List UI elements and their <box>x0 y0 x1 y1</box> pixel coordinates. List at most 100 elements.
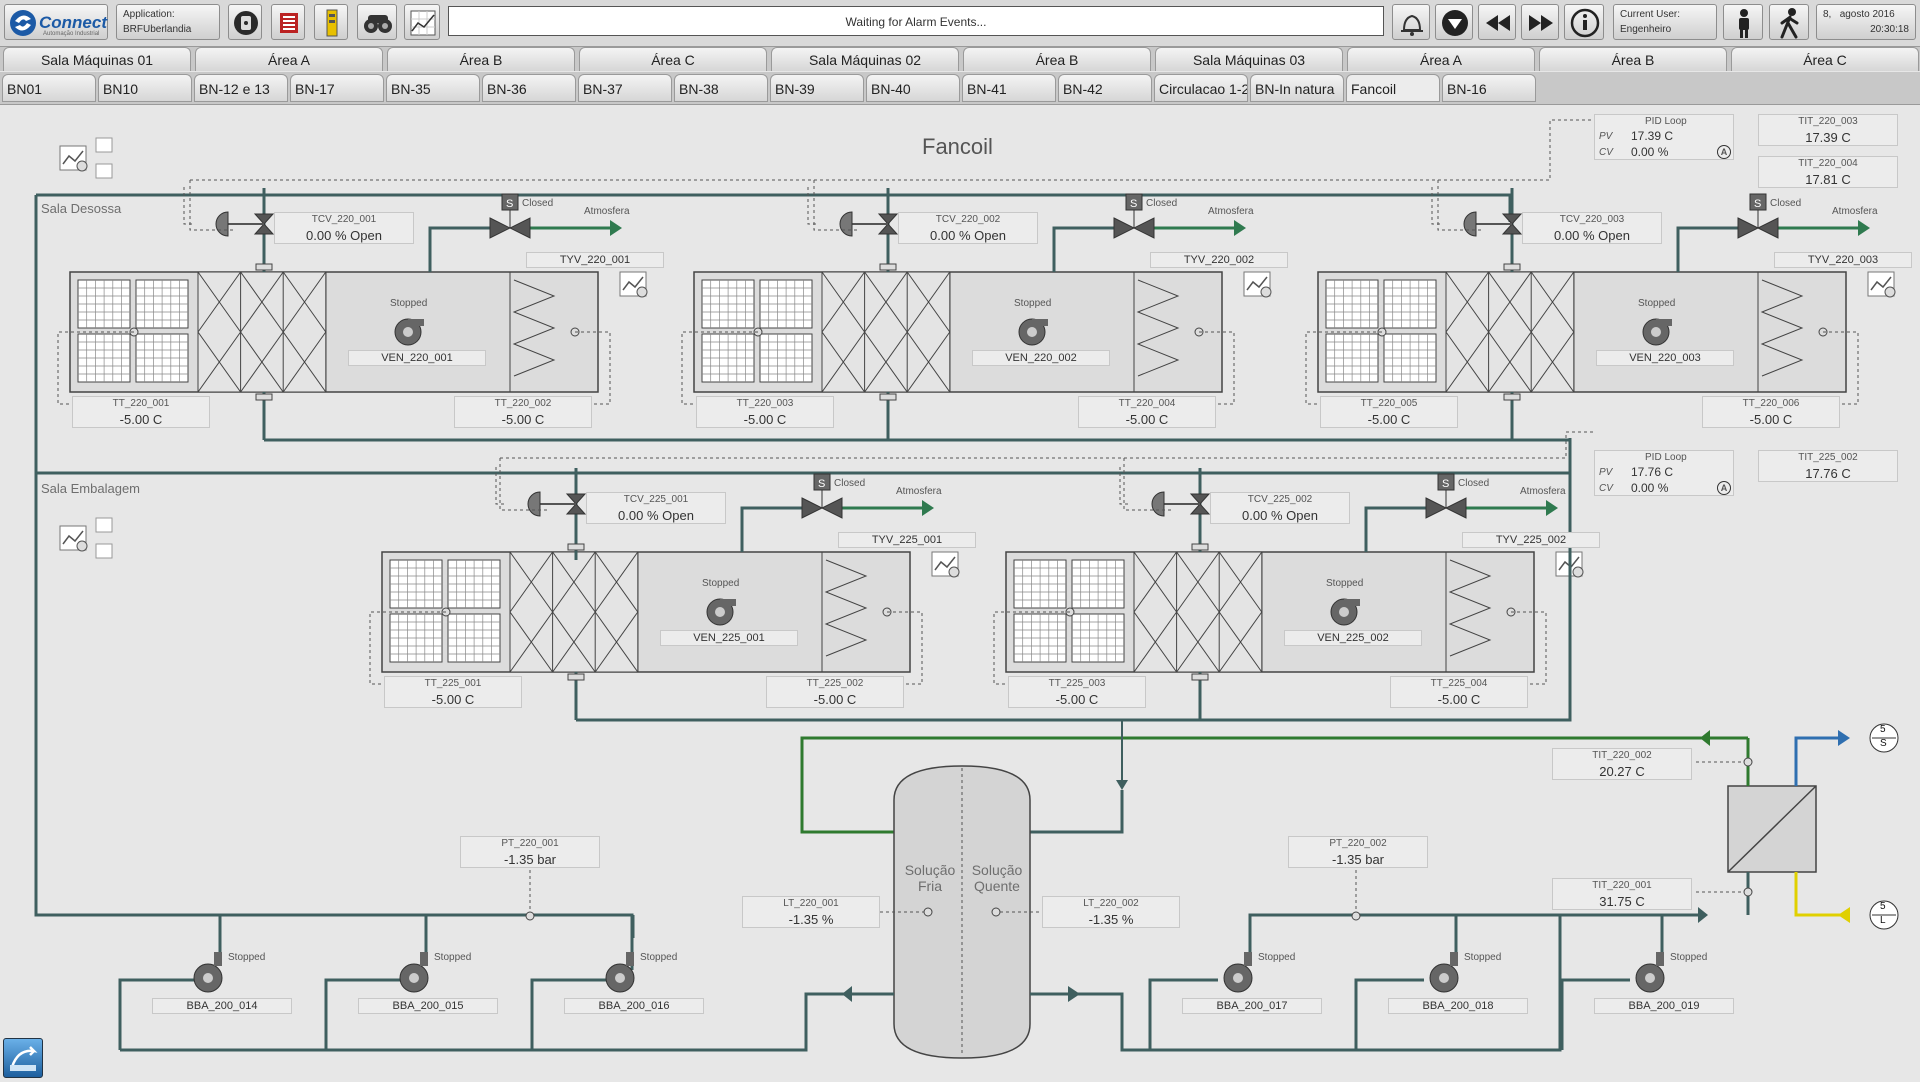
pid-loop-225-mode-badge: A <box>1717 481 1731 495</box>
tab-sala-maquinas-03[interactable]: Sala Máquinas 03 <box>1155 47 1343 71</box>
fan-1-icon[interactable] <box>394 318 424 346</box>
info-button[interactable] <box>1564 4 1604 40</box>
pump-tag-5[interactable]: BBA_200_018 <box>1388 998 1528 1014</box>
tyv-tag-3[interactable]: TYV_220_003 <box>1774 252 1912 268</box>
pump-6-icon[interactable] <box>1635 952 1665 993</box>
pump-1-icon[interactable] <box>193 952 223 993</box>
alarm-status-bar[interactable]: Waiting for Alarm Events... <box>448 6 1384 36</box>
tcv-valve-4-icon[interactable] <box>527 491 587 517</box>
tag-list-button[interactable] <box>314 4 348 40</box>
tyv-valve-1-icon[interactable]: S <box>489 193 622 239</box>
menu-dropdown-button[interactable] <box>1435 4 1473 40</box>
tab-area-a[interactable]: Área A <box>195 47 383 71</box>
fan-2-icon[interactable] <box>1018 318 1048 346</box>
pump-tag-1[interactable]: BBA_200_014 <box>152 998 292 1014</box>
tab-bn-39[interactable]: BN-39 <box>770 74 864 102</box>
tyv-tag-5[interactable]: TYV_225_002 <box>1462 532 1600 548</box>
alarm-list-button[interactable] <box>271 4 305 40</box>
tab-sala-maquinas-02[interactable]: Sala Máquinas 02 <box>771 47 959 71</box>
fan-4-icon[interactable] <box>706 598 736 626</box>
pump-5-icon[interactable] <box>1429 952 1459 993</box>
pump-tag-2[interactable]: BBA_200_015 <box>358 998 498 1014</box>
tab-bn10[interactable]: BN10 <box>98 74 192 102</box>
find-button[interactable] <box>357 4 397 40</box>
fan-tag-4[interactable]: VEN_225_001 <box>660 630 798 646</box>
tab-area-a-3[interactable]: Área A <box>1347 47 1535 71</box>
pump-2-icon[interactable] <box>399 952 429 993</box>
fan-tag-3[interactable]: VEN_220_003 <box>1596 350 1734 366</box>
pump-4-icon[interactable] <box>1223 952 1253 993</box>
room-trend-icon-embalagem[interactable] <box>59 525 88 552</box>
logout-button[interactable] <box>1769 4 1809 40</box>
tab-area-b[interactable]: Área B <box>387 47 575 71</box>
navigate-forward-button[interactable] <box>1521 4 1559 40</box>
tit-220-003-value: 17.39 C <box>1805 130 1851 145</box>
tab-sala-maquinas-01[interactable]: Sala Máquinas 01 <box>3 47 191 71</box>
tyv-valve-4-icon[interactable]: S <box>801 473 934 519</box>
tab-area-b-3[interactable]: Área B <box>1539 47 1727 71</box>
connector-supply[interactable] <box>1869 723 1899 753</box>
pump-tag-3[interactable]: BBA_200_016 <box>564 998 704 1014</box>
trend-chart-icon <box>410 10 436 36</box>
tab-bn-16[interactable]: BN-16 <box>1442 74 1536 102</box>
tab-bn-37[interactable]: BN-37 <box>578 74 672 102</box>
unit-trend-icon-2[interactable] <box>1243 271 1272 298</box>
unit-trend-icon-3[interactable] <box>1867 271 1896 298</box>
tab-fancoil[interactable]: Fancoil <box>1346 74 1440 102</box>
tyv-valve-5-icon[interactable]: S <box>1425 473 1558 519</box>
tab-area-b-2[interactable]: Área B <box>963 47 1151 71</box>
home-navigation-button[interactable] <box>3 1038 43 1078</box>
pump-tag-4[interactable]: BBA_200_017 <box>1182 998 1322 1014</box>
tab-area-c-3[interactable]: Área C <box>1731 47 1919 71</box>
tyv-valve-3-icon[interactable]: S <box>1737 193 1870 239</box>
unit-trend-icon-4[interactable] <box>931 551 960 578</box>
tab-bn-40[interactable]: BN-40 <box>866 74 960 102</box>
storage-tank <box>893 765 1031 1059</box>
tab-bn-42[interactable]: BN-42 <box>1058 74 1152 102</box>
navigate-back-button[interactable] <box>1478 4 1516 40</box>
fan-5-icon[interactable] <box>1330 598 1360 626</box>
fancoil-unit-2 <box>681 271 1235 405</box>
tyv-valve-2-icon[interactable]: S <box>1113 193 1246 239</box>
tab-bn-35[interactable]: BN-35 <box>386 74 480 102</box>
trend-button[interactable] <box>404 4 440 40</box>
tab-circulacao-1-2[interactable]: Circulacao 1-2 <box>1154 74 1248 102</box>
pid-loop-220-cv-label: CV <box>1599 147 1613 158</box>
logoff-button[interactable] <box>228 4 262 40</box>
tab-bn-36[interactable]: BN-36 <box>482 74 576 102</box>
tab-bn-41[interactable]: BN-41 <box>962 74 1056 102</box>
tyv-tag-4[interactable]: TYV_225_001 <box>838 532 976 548</box>
tab-bn-17[interactable]: BN-17 <box>290 74 384 102</box>
tcv-valve-3-icon[interactable] <box>1463 211 1523 237</box>
room-trend-icon-desossa[interactable] <box>59 145 88 172</box>
tcv-valve-2-icon[interactable] <box>839 211 899 237</box>
tt-out-5-value: -5.00 C <box>1437 692 1481 707</box>
pump-3-icon[interactable] <box>605 952 635 993</box>
tab-area-c[interactable]: Área C <box>579 47 767 71</box>
pid-loop-225-title: PID Loop <box>1645 452 1687 463</box>
logo-text: Connect <box>39 13 107 32</box>
tab-bn-in-natura[interactable]: BN-In natura <box>1250 74 1344 102</box>
current-user-label: Current User: <box>1620 9 1681 20</box>
fan-tag-5[interactable]: VEN_225_002 <box>1284 630 1422 646</box>
connector-return[interactable] <box>1869 900 1899 930</box>
tcv-valve-1-icon[interactable] <box>215 211 275 237</box>
tab-bn-38[interactable]: BN-38 <box>674 74 768 102</box>
fan-3-icon[interactable] <box>1642 318 1672 346</box>
fan-tag-1[interactable]: VEN_220_001 <box>348 350 486 366</box>
fan-tag-2[interactable]: VEN_220_002 <box>972 350 1110 366</box>
tab-bn01[interactable]: BN01 <box>2 74 96 102</box>
tt-out-4-value: -5.00 C <box>813 692 857 707</box>
tab-bn-12-e-13[interactable]: BN-12 e 13 <box>194 74 288 102</box>
pump-tag-6[interactable]: BBA_200_019 <box>1594 998 1734 1014</box>
tyv-tag-1[interactable]: TYV_220_001 <box>526 252 664 268</box>
login-button[interactable] <box>1723 4 1763 40</box>
unit-trend-icon-1[interactable] <box>619 271 648 298</box>
alarm-bell-button[interactable] <box>1392 4 1430 40</box>
tyv-tag-2[interactable]: TYV_220_002 <box>1150 252 1288 268</box>
tcv-valve-5-icon[interactable] <box>1151 491 1211 517</box>
